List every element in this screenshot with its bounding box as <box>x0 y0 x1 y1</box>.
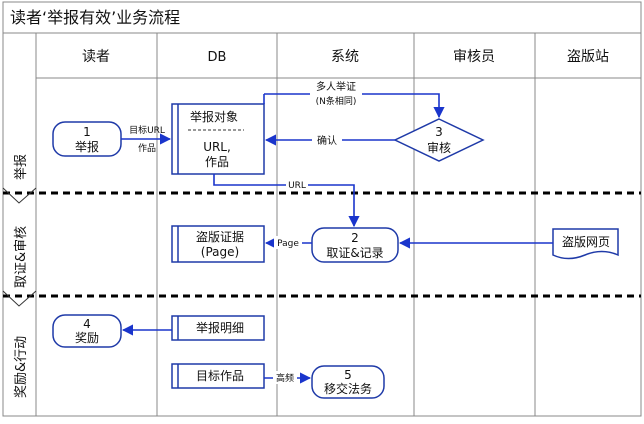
process-collect-number: 2 <box>351 231 359 245</box>
edge-label-target-url: 目标URL <box>129 124 165 136</box>
edge-label-bg <box>274 236 302 249</box>
edge-label-page: Page <box>277 239 299 249</box>
edge-label-url: URL <box>288 181 306 191</box>
evidence-store <box>171 225 265 263</box>
lane-header-db: DB <box>208 50 227 65</box>
edge-label-confirm: 确认 <box>317 134 337 147</box>
evidence-title: 盗版证据 <box>196 229 244 244</box>
phase-label-report: 举报 <box>14 154 29 180</box>
report-object-title: 举报对象 <box>190 109 238 124</box>
edge-label-bg <box>273 371 297 384</box>
process-report-number: 1 <box>83 125 91 139</box>
review-decision-node <box>393 118 485 162</box>
report-object-work: 作品 <box>205 155 229 169</box>
review-number: 3 <box>435 125 443 139</box>
process-collect-node <box>311 227 399 263</box>
process-collect-label: 取证&记录 <box>326 246 383 260</box>
edge-label-frequent: 高频 <box>276 372 294 384</box>
pirate-page-document <box>552 228 619 260</box>
phase-label-evidence-review: 取证&审核 <box>14 226 29 288</box>
process-report-label: 举报 <box>75 139 99 154</box>
report-detail-store <box>171 315 265 341</box>
report-object-url: URL, <box>203 140 231 154</box>
target-work-label: 目标作品 <box>196 369 244 383</box>
phase-chevron <box>2 290 37 307</box>
edge-label-multi-report: 多人举证 <box>316 80 356 93</box>
edge-label-bg <box>286 179 308 190</box>
lane-header-reviewer: 审核员 <box>453 49 495 65</box>
lane-header-system: 系统 <box>331 49 359 65</box>
lane-header-reader: 读者 <box>82 48 110 65</box>
process-reward-node <box>52 314 122 348</box>
edge-label-bg <box>312 133 342 147</box>
lane-header-piracy-site: 盗版站 <box>567 49 609 65</box>
phase-chevron <box>2 187 37 204</box>
process-transfer-number: 5 <box>344 368 352 382</box>
process-transfer-node <box>311 365 385 399</box>
edge-label-target-work: 作品 <box>138 142 156 154</box>
target-work-store <box>171 363 265 389</box>
phase-label-reward-action: 奖励&行动 <box>14 336 29 398</box>
diagram-title: 读者‘举报有效’业务流程 <box>10 8 180 27</box>
report-detail-label: 举报明细 <box>196 320 244 335</box>
edge-label-n-same: (N条相同) <box>316 95 357 107</box>
arrow-store-to-collect <box>213 174 360 228</box>
process-reward-label: 奖励 <box>75 331 99 345</box>
edge-label-bg <box>310 79 362 109</box>
review-label: 审核 <box>427 140 451 155</box>
process-transfer-label: 移交法务 <box>324 381 372 396</box>
evidence-subtitle: (Page) <box>201 245 239 259</box>
pirate-page-label: 盗版网页 <box>562 234 610 249</box>
process-reward-number: 4 <box>83 317 91 331</box>
report-object-store <box>171 103 265 175</box>
